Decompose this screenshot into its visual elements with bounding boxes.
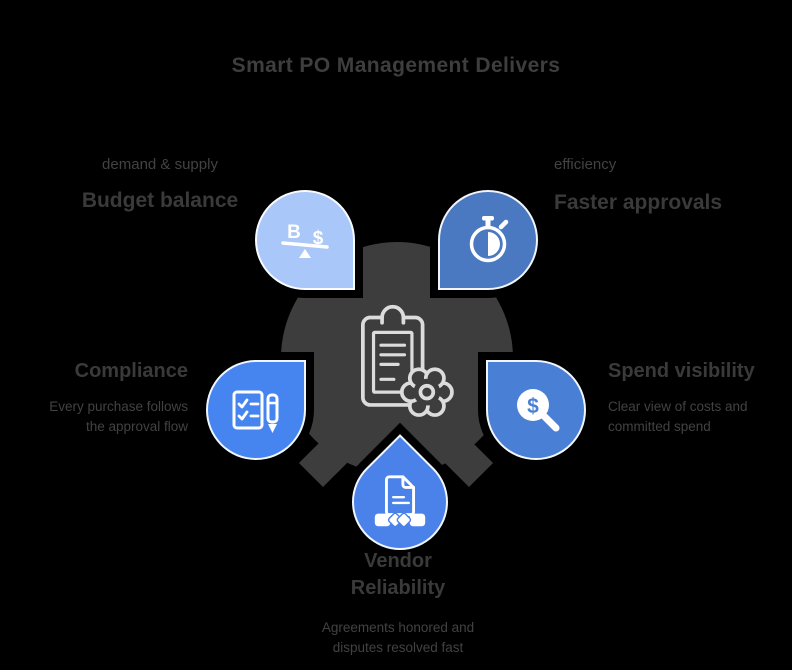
balance-scale-icon: B $ xyxy=(281,222,329,258)
petal-spend-visibility: $ xyxy=(486,360,586,460)
petal-efficiency xyxy=(438,190,538,290)
petal-vendor-reliability xyxy=(332,434,468,570)
label-block-left: Compliance Every purchase follows the ap… xyxy=(0,360,188,438)
label-block-right: Spend visibility Clear view of costs and… xyxy=(608,360,792,438)
contract-handshake-icon xyxy=(374,475,426,528)
right-description-line1: Clear view of costs and xyxy=(608,399,748,414)
magnifier-dollar-icon: $ xyxy=(517,389,560,432)
top-left-heading: Budget balance xyxy=(81,189,239,212)
stopwatch-icon xyxy=(469,216,509,263)
bottom-heading-line2: Reliability xyxy=(350,577,446,599)
label-block-top-right: efficiency Faster approvals xyxy=(554,156,784,215)
petal-compliance xyxy=(206,360,306,460)
left-description-line2: the approval flow xyxy=(85,419,188,435)
scale-right-symbol: $ xyxy=(313,228,324,249)
label-block-top-left: demand & supply Budget balance xyxy=(45,156,275,213)
top-left-tagline: demand & supply xyxy=(102,156,218,173)
top-right-heading: Faster approvals xyxy=(554,191,723,214)
page-title: Smart PO Management Delivers xyxy=(231,54,561,77)
lens-dollar-symbol: $ xyxy=(527,395,539,418)
left-description: Every purchase follows the approval flow xyxy=(0,397,188,438)
gear-icon xyxy=(399,367,454,417)
bottom-description-line2: disputes resolved fast xyxy=(332,640,464,656)
left-description-line1: Every purchase follows xyxy=(49,399,188,414)
clipboard-gear-icon xyxy=(361,305,454,417)
bottom-description: Agreements honored and disputes resolved… xyxy=(290,618,506,659)
right-description: Clear view of costs and committed spend xyxy=(608,397,792,438)
petal-budget-balance: B $ xyxy=(255,190,355,290)
label-block-bottom: Vendor Reliability Agreements honored an… xyxy=(290,548,506,659)
scale-left-symbol: B xyxy=(287,222,301,243)
left-heading: Compliance xyxy=(74,360,188,382)
right-heading: Spend visibility xyxy=(608,360,755,382)
bottom-heading: Vendor Reliability xyxy=(290,548,506,602)
right-description-line2: committed spend xyxy=(608,419,711,435)
checklist-pen-icon xyxy=(232,390,279,433)
bottom-description-line1: Agreements honored and xyxy=(321,620,475,635)
top-right-tagline: efficiency xyxy=(554,156,617,173)
bottom-heading-line1: Vendor xyxy=(364,550,432,572)
